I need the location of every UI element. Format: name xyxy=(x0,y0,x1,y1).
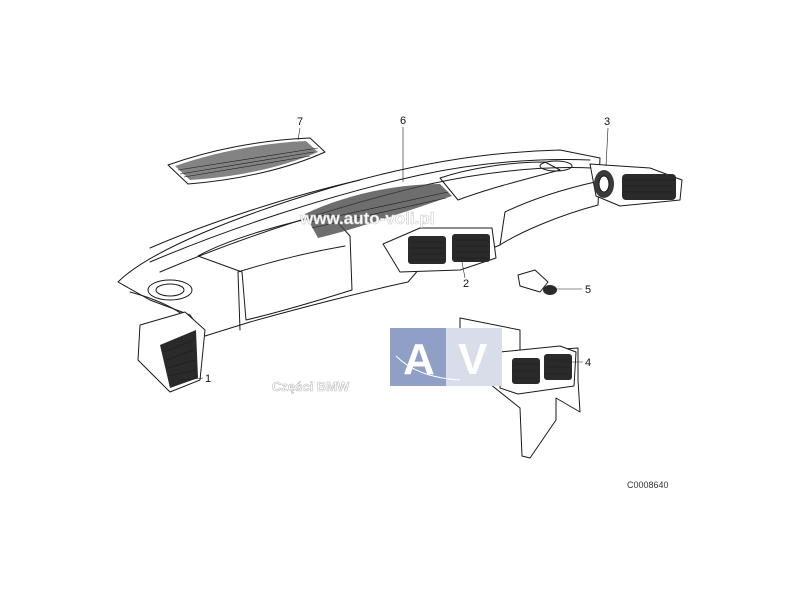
callout-6: 6 xyxy=(400,115,406,127)
callout-3: 3 xyxy=(604,116,610,128)
part-5-thumbwheel xyxy=(517,269,557,295)
callout-2: 2 xyxy=(463,278,469,290)
part-1-left-vent xyxy=(137,311,206,393)
dashboard-panel xyxy=(117,149,601,337)
part-2-center-vent xyxy=(382,227,497,273)
watermark-logo: A V xyxy=(390,328,502,386)
part-3-right-vent xyxy=(589,163,683,207)
callout-5: 5 xyxy=(585,284,591,296)
watermark-caption: Części BMW xyxy=(272,379,350,394)
callout-4: 4 xyxy=(585,357,591,369)
callout-7: 7 xyxy=(297,116,303,128)
watermark-url: www.auto-voli.pl xyxy=(299,209,434,228)
leader-lines xyxy=(179,127,609,381)
logo-letter-a: A xyxy=(403,335,435,384)
part-6-center-grille xyxy=(305,184,452,238)
part-7-defroster-grille xyxy=(167,137,326,185)
logo-letter-v: V xyxy=(458,335,488,384)
callout-1: 1 xyxy=(205,373,211,385)
reference-code: C0008640 xyxy=(627,480,669,490)
